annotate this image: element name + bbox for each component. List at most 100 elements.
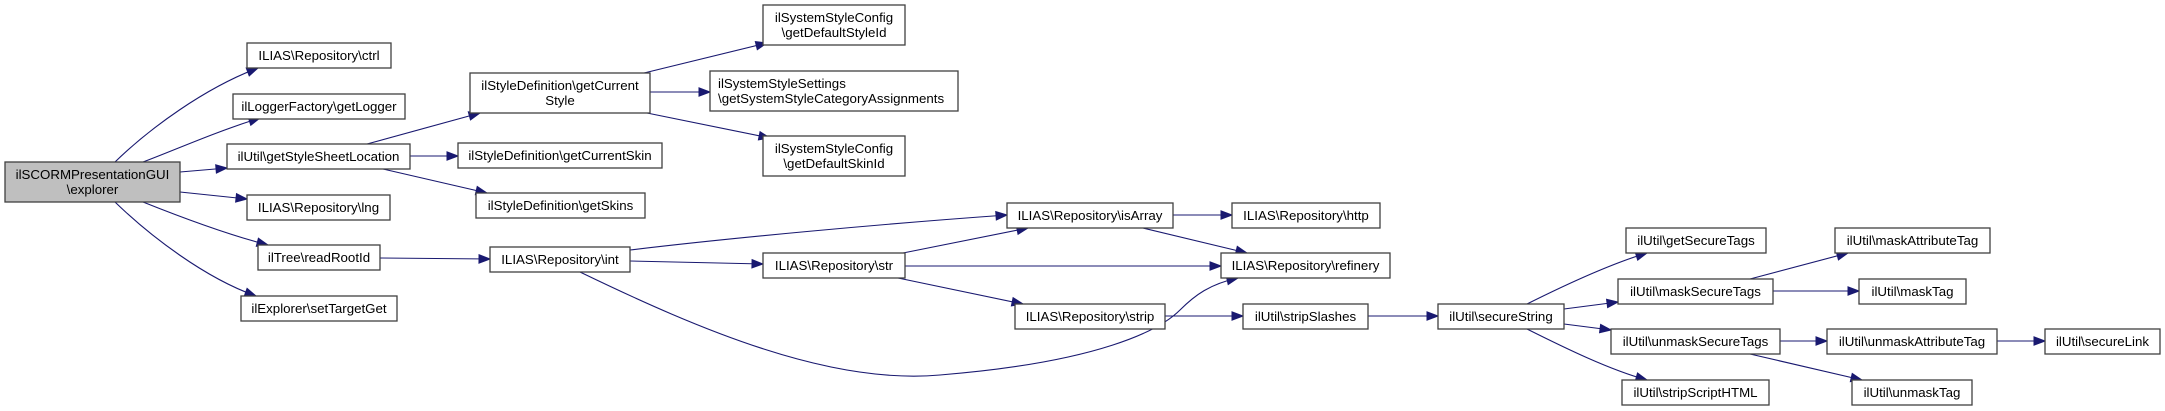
- function-node-getSystemStyleCategoryAssignments[interactable]: ilSystemStyleSettings\getSystemStyleCate…: [709, 70, 959, 112]
- edge-line: [897, 277, 1024, 305]
- node-label: ilStyleDefinition\getCurrent: [481, 78, 639, 93]
- root-function-node[interactable]: ilSCORMPresentationGUI\explorer: [4, 161, 181, 203]
- function-node-int[interactable]: ILIAS\Repository\int: [489, 246, 631, 273]
- node-box: [1014, 303, 1166, 330]
- node-box: [246, 42, 392, 69]
- node-box: [1220, 252, 1391, 279]
- node-label: ilExplorer\setTargetGet: [251, 301, 387, 316]
- arrowhead-icon: [1220, 210, 1234, 220]
- node-box: [1242, 303, 1369, 330]
- function-node-isArray[interactable]: ILIAS\Repository\isArray: [1006, 202, 1174, 229]
- node-box: [1625, 227, 1767, 254]
- function-node-strip[interactable]: ILIAS\Repository\strip: [1014, 303, 1166, 330]
- arrowhead-icon: [1209, 261, 1223, 271]
- edge-line: [629, 260, 764, 265]
- node-label: ilSystemStyleConfig: [775, 10, 893, 25]
- function-node-maskAttributeTag[interactable]: ilUtil\maskAttributeTag: [1834, 227, 1991, 254]
- node-label: ILIAS\Repository\int: [501, 252, 619, 267]
- edge-line: [114, 67, 259, 163]
- edge-line: [142, 117, 261, 163]
- node-box: [475, 192, 646, 219]
- arrowhead-icon: [215, 164, 229, 174]
- edge-line: [1749, 353, 1863, 381]
- function-node-getLogger[interactable]: ilLoggerFactory\getLogger: [232, 93, 406, 120]
- edge-unmaskSecureTags-to-unmaskTag: [1749, 353, 1864, 383]
- function-node-stripSlashes[interactable]: ilUtil\stripSlashes: [1242, 303, 1369, 330]
- node-box: [762, 4, 906, 46]
- function-node-secureString[interactable]: ilUtil\secureString: [1437, 303, 1565, 330]
- node-label: ILIAS\Repository\refinery: [1232, 258, 1380, 273]
- function-node-refinery[interactable]: ILIAS\Repository\refinery: [1220, 252, 1391, 279]
- node-box: [4, 161, 181, 203]
- function-node-unmaskSecureTags[interactable]: ilUtil\unmaskSecureTags: [1610, 328, 1781, 355]
- node-label: ilUtil\stripSlashes: [1255, 309, 1357, 324]
- edge-maskSecureTags-to-maskTag: [1773, 286, 1861, 296]
- edge-line: [902, 227, 1029, 254]
- function-node-getSecureTags[interactable]: ilUtil\getSecureTags: [1625, 227, 1767, 254]
- function-node-unmaskTag[interactable]: ilUtil\unmaskTag: [1851, 379, 1973, 406]
- arrowhead-icon: [1847, 286, 1861, 296]
- function-node-getCurrentSkin[interactable]: ilStyleDefinition\getCurrentSkin: [457, 142, 663, 169]
- node-label: \getDefaultSkinId: [783, 156, 884, 171]
- arrowhead-icon: [2033, 336, 2047, 346]
- edge-isArray-to-refinery: [1142, 227, 1249, 256]
- arrowhead-icon: [1231, 311, 1245, 321]
- edge-root-to-lng: [179, 191, 249, 203]
- arrowhead-icon: [1598, 323, 1613, 334]
- function-node-maskSecureTags[interactable]: ilUtil\maskSecureTags: [1617, 278, 1774, 305]
- edge-getStyleSheetLocation-to-getSkins: [382, 168, 489, 196]
- arrowhead-icon: [1426, 311, 1440, 321]
- node-box: [1231, 202, 1381, 229]
- node-label: ilUtil\maskSecureTags: [1630, 284, 1761, 299]
- edge-secureString-to-unmaskSecureTags: [1563, 323, 1613, 334]
- edge-line: [142, 201, 269, 246]
- function-node-secureLink[interactable]: ilUtil\secureLink: [2044, 328, 2161, 355]
- function-node-str[interactable]: ILIAS\Repository\str: [762, 252, 906, 279]
- node-label: ilUtil\secureString: [1449, 309, 1552, 324]
- function-node-getDefaultSkinId[interactable]: ilSystemStyleConfig\getDefaultSkinId: [762, 135, 906, 177]
- edge-line: [643, 42, 768, 74]
- node-label: \getSystemStyleCategoryAssignments: [718, 91, 944, 106]
- node-box: [762, 135, 906, 177]
- function-node-setTargetGet[interactable]: ilExplorer\setTargetGet: [240, 295, 398, 322]
- node-box: [1834, 227, 1991, 254]
- edge-line: [382, 168, 488, 194]
- node-box: [1437, 303, 1565, 330]
- node-label: ilUtil\maskAttributeTag: [1847, 233, 1979, 248]
- arrowhead-icon: [995, 210, 1009, 221]
- function-node-getSkins[interactable]: ilStyleDefinition\getSkins: [475, 192, 646, 219]
- node-label: ilTree\readRootId: [268, 250, 370, 265]
- node-box: [762, 252, 906, 279]
- edge-line: [1142, 227, 1248, 254]
- arrowhead-icon: [1605, 298, 1620, 309]
- edge-int-to-isArray: [629, 210, 1009, 251]
- function-node-readRootId[interactable]: ilTree\readRootId: [257, 244, 381, 271]
- edge-readRootId-to-int: [379, 253, 492, 264]
- edge-getCurrentStyle-to-getDefaultStyleId: [643, 40, 769, 74]
- edge-unmaskAttributeTag-to-secureLink: [1997, 336, 2047, 346]
- nodes-layer: ilSCORMPresentationGUI\explorerILIAS\Rep…: [4, 4, 2161, 406]
- edge-secureString-to-maskSecureTags: [1563, 298, 1620, 310]
- arrowhead-icon: [478, 253, 492, 264]
- node-label: ILIAS\Repository\str: [775, 258, 894, 273]
- function-node-stripScriptHTML[interactable]: ilUtil\stripScriptHTML: [1621, 379, 1770, 406]
- function-node-ctrl[interactable]: ILIAS\Repository\ctrl: [246, 42, 392, 69]
- node-box: [1617, 278, 1774, 305]
- node-box: [1621, 379, 1770, 406]
- node-label: ilStyleDefinition\getCurrentSkin: [468, 148, 651, 163]
- node-box: [1851, 379, 1973, 406]
- edge-getStyleSheetLocation-to-getCurrentSkin: [410, 151, 460, 161]
- function-node-getStyleSheetLocation[interactable]: ilUtil\getStyleSheetLocation: [226, 143, 411, 170]
- function-node-lng[interactable]: ILIAS\Repository\lng: [246, 194, 391, 221]
- node-label: ILIAS\Repository\http: [1243, 208, 1369, 223]
- edge-line: [114, 201, 257, 297]
- edge-str-to-refinery: [905, 261, 1223, 271]
- edge-getCurrentStyle-to-getDefaultSkinId: [646, 112, 772, 141]
- node-label: ILIAS\Repository\isArray: [1018, 208, 1163, 223]
- function-node-getDefaultStyleId[interactable]: ilSystemStyleConfig\getDefaultStyleId: [762, 4, 906, 46]
- function-node-maskTag[interactable]: ilUtil\maskTag: [1858, 278, 1967, 305]
- function-node-http[interactable]: ILIAS\Repository\http: [1231, 202, 1381, 229]
- function-node-unmaskAttributeTag[interactable]: ilUtil\unmaskAttributeTag: [1826, 328, 1998, 355]
